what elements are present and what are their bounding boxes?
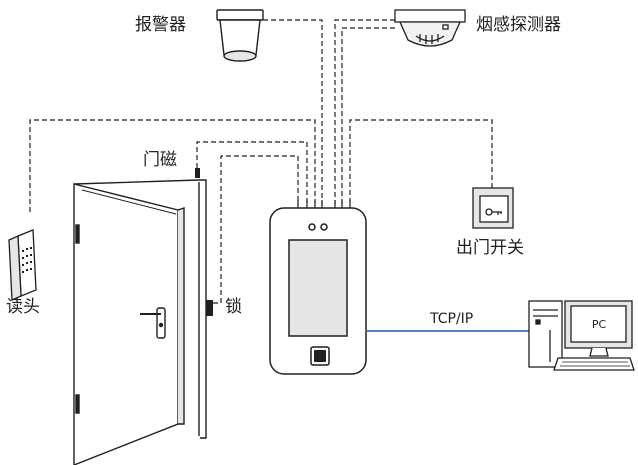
network-label: TCP/IP bbox=[430, 311, 474, 327]
smoke-detector-label: 烟感探测器 bbox=[476, 15, 561, 35]
terminal-leads bbox=[297, 200, 351, 208]
smoke-detector-wire-1 bbox=[334, 19, 395, 205]
terminal-screen bbox=[288, 239, 348, 337]
alarm-siren-icon bbox=[216, 9, 264, 62]
wiring-lines bbox=[29, 19, 493, 304]
reader-wire bbox=[29, 119, 316, 212]
card-reader-icon bbox=[8, 229, 37, 301]
lock-wire bbox=[213, 155, 299, 304]
smoke-detector-icon bbox=[394, 9, 466, 47]
smoke-detector-wire-2 bbox=[341, 27, 395, 205]
door-sensor-wire bbox=[196, 141, 308, 205]
camera-lens-icon bbox=[308, 223, 316, 231]
lock-label: 锁 bbox=[225, 297, 242, 317]
exit-button-icon bbox=[472, 187, 514, 229]
exit-button-label: 出门开关 bbox=[456, 238, 524, 258]
door-sensor-device bbox=[195, 168, 200, 178]
door-handle-icon bbox=[140, 307, 166, 339]
reader-label: 读头 bbox=[6, 297, 40, 317]
door-sensor-label: 门磁 bbox=[143, 150, 177, 170]
pc-icon bbox=[528, 300, 635, 371]
pc-screen-label: PC bbox=[592, 318, 607, 331]
camera-lens-icon-2 bbox=[320, 223, 328, 231]
lock-device bbox=[206, 300, 213, 316]
access-terminal bbox=[269, 207, 367, 375]
exit-button-wire bbox=[349, 119, 493, 205]
alarm-wire bbox=[263, 19, 323, 205]
alarm-label: 报警器 bbox=[135, 15, 186, 35]
door bbox=[73, 179, 207, 465]
